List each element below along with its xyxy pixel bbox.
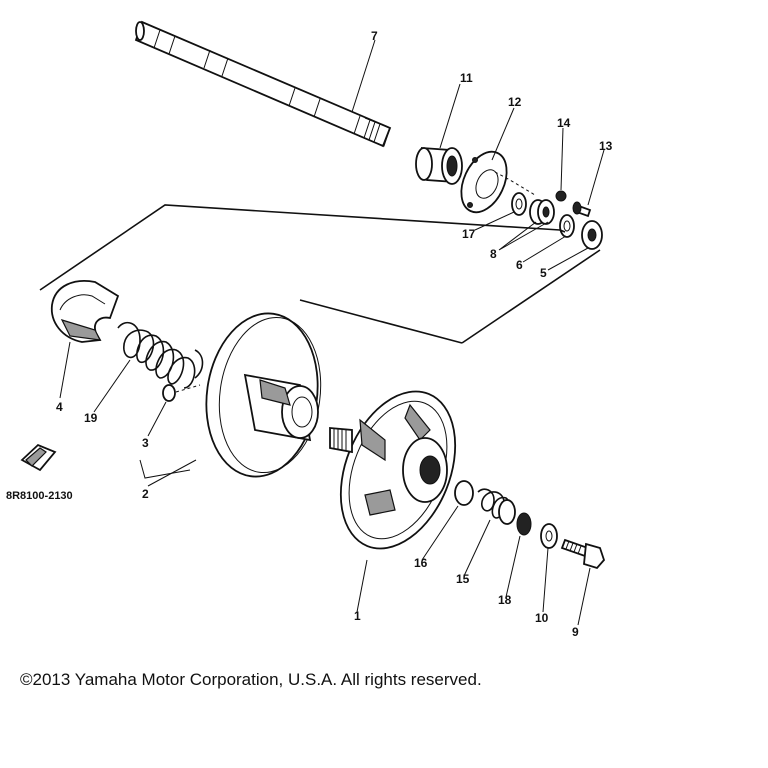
callout-5: 5 bbox=[540, 266, 547, 280]
shaft bbox=[134, 20, 392, 148]
callout-8: 8 bbox=[490, 247, 497, 261]
callout-6: 6 bbox=[516, 258, 523, 272]
cam-ramp bbox=[50, 280, 120, 343]
callouts: 7 11 12 14 13 17 8 6 5 4 19 3 2 8R8100-2… bbox=[6, 29, 613, 639]
part-code-label: 8R8100-2130 bbox=[6, 490, 73, 502]
callout-11: 11 bbox=[460, 71, 473, 85]
bearing bbox=[415, 147, 463, 185]
exploded-parts-diagram: 7 11 12 14 13 17 8 6 5 4 19 3 2 8R8100-2… bbox=[6, 20, 613, 639]
bolt bbox=[560, 538, 606, 570]
callout-19: 19 bbox=[84, 411, 98, 425]
reference-part bbox=[20, 443, 57, 472]
copyright-notice: ©2013 Yamaha Motor Corporation, U.S.A. A… bbox=[20, 670, 482, 689]
assembly-outline bbox=[39, 171, 601, 479]
callout-9: 9 bbox=[572, 625, 579, 639]
callout-13: 13 bbox=[599, 139, 613, 153]
small-spring bbox=[477, 488, 516, 525]
flange-plate bbox=[460, 150, 508, 214]
callout-3: 3 bbox=[142, 436, 149, 450]
callout-2: 2 bbox=[142, 487, 149, 501]
callout-17: 17 bbox=[462, 227, 476, 241]
callout-10: 10 bbox=[535, 611, 549, 625]
callout-7: 7 bbox=[371, 29, 378, 43]
callout-1: 1 bbox=[354, 609, 361, 623]
callout-12: 12 bbox=[508, 95, 522, 109]
callout-14: 14 bbox=[557, 116, 571, 130]
collar bbox=[454, 480, 474, 506]
callout-4: 4 bbox=[56, 400, 63, 414]
small-nut bbox=[162, 384, 201, 402]
callout-16: 16 bbox=[414, 556, 428, 570]
leader-lines bbox=[59, 39, 605, 626]
callout-18: 18 bbox=[498, 593, 512, 607]
washers-lower bbox=[516, 512, 558, 549]
movable-sheave bbox=[205, 312, 322, 478]
callout-15: 15 bbox=[456, 572, 470, 586]
small-parts-upper bbox=[511, 190, 603, 250]
fixed-sheave bbox=[329, 390, 457, 550]
spring bbox=[117, 321, 204, 389]
